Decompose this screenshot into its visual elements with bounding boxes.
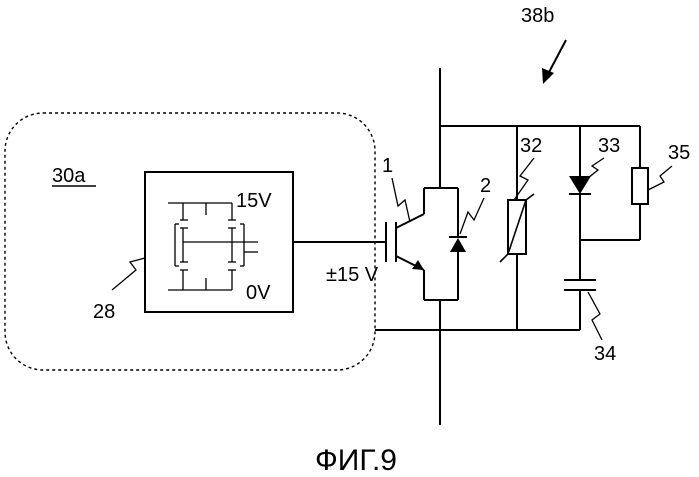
- diode-leader: [460, 198, 484, 234]
- gate-voltage-label: ±15 V: [326, 264, 379, 286]
- assembly-arrow: [542, 40, 566, 84]
- capacitor-leader: [588, 292, 602, 340]
- resistor-leader: [648, 166, 672, 190]
- led-diode-leader: [588, 158, 604, 178]
- diode-label: 2: [480, 175, 491, 197]
- capacitor-label: 34: [594, 343, 616, 365]
- supply-high-label: 15V: [236, 190, 272, 212]
- led-diode-label: 33: [598, 135, 620, 157]
- supply-low-label: 0V: [246, 282, 271, 304]
- igbt-transistor: [386, 188, 424, 300]
- driver-leader: [112, 258, 145, 290]
- freewheel-diode: [449, 188, 467, 300]
- driver-box: 15V 0V: [145, 172, 293, 312]
- figure-caption: ФИГ.9: [315, 444, 397, 477]
- transistor-leader: [392, 178, 410, 222]
- driver-internal-circuit: [168, 203, 258, 290]
- capacitor: [564, 280, 596, 330]
- resistor-label: 35: [668, 142, 690, 164]
- led-diode: [569, 126, 591, 280]
- module-label: 30a: [52, 165, 86, 187]
- transistor-label: 1: [382, 155, 393, 177]
- varistor-label: 32: [520, 135, 542, 157]
- assembly-label: 38b: [521, 5, 554, 27]
- driver-label: 28: [93, 301, 115, 323]
